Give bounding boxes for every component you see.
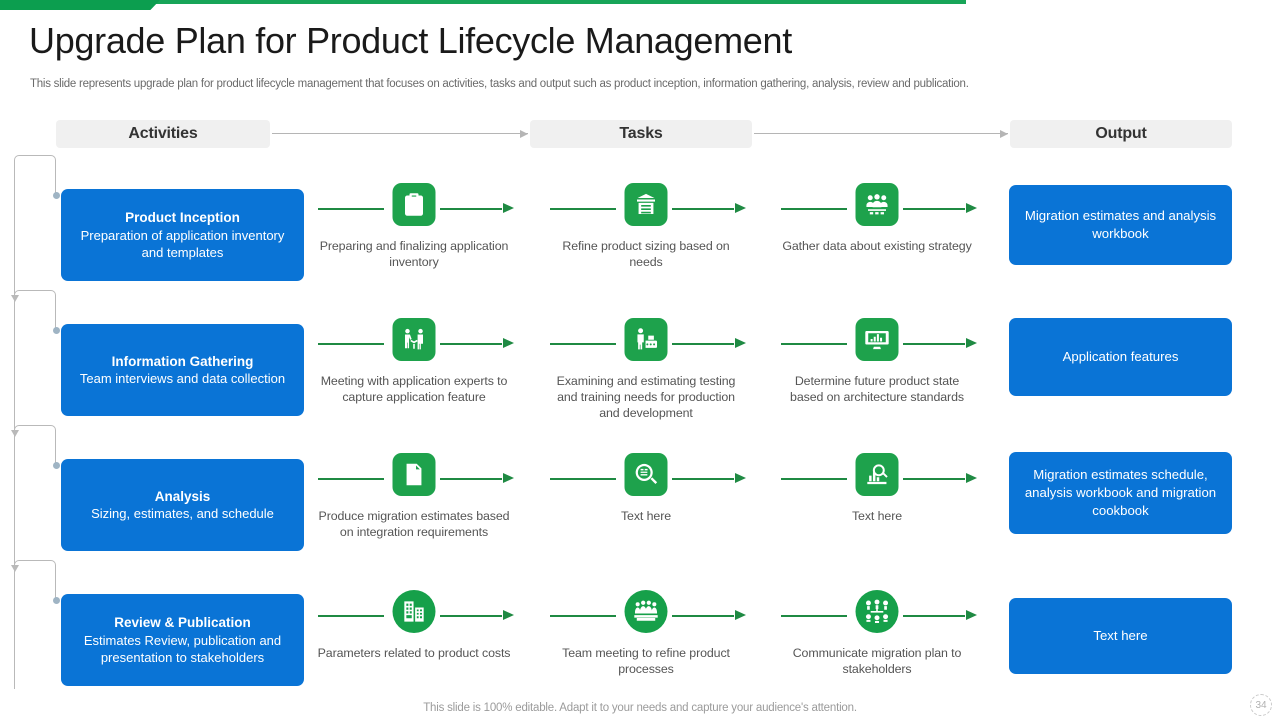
footer-note: This slide is 100% editable. Adapt it to… xyxy=(423,702,857,714)
top-accent-thin-line xyxy=(0,0,966,4)
output-box-3[interactable]: Migration estimates schedule, analysis w… xyxy=(1009,452,1232,534)
page-subtitle: This slide represents upgrade plan for p… xyxy=(30,78,969,90)
output-box-4[interactable]: Text here xyxy=(1009,598,1232,674)
communication-network-icon xyxy=(855,590,899,633)
activity-box-2[interactable]: Information Gathering Team interviews an… xyxy=(61,324,304,416)
chart-magnifier-icon xyxy=(855,453,899,496)
person-presenting-data-icon xyxy=(624,318,668,361)
activity-title: Review & Publication xyxy=(114,615,251,631)
task-cell-r2c3[interactable]: Determine future product state based on … xyxy=(777,318,977,406)
task-cell-r1c1[interactable]: Preparing and finalizing application inv… xyxy=(314,183,514,271)
task-label: Examining and estimating testing and tra… xyxy=(556,374,736,420)
team-group-icon xyxy=(855,183,899,226)
task-label: Text here xyxy=(620,509,672,523)
output-label: Migration estimates schedule, analysis w… xyxy=(1024,467,1217,518)
column-header-output-label: Output xyxy=(1095,125,1147,142)
activity-box-4[interactable]: Review & Publication Estimates Review, p… xyxy=(61,594,304,686)
magnifier-document-icon xyxy=(624,453,668,496)
desktop-analytics-icon xyxy=(855,318,899,361)
activity-box-1[interactable]: Product Inception Preparation of applica… xyxy=(61,189,304,281)
task-label: Communicate migration plan to stakeholde… xyxy=(792,646,962,676)
flow-arrow-tasks-to-output xyxy=(754,129,1008,138)
output-label: Application features xyxy=(1062,349,1179,365)
top-accent-bar xyxy=(0,0,1280,10)
task-cell-r1c3[interactable]: Gather data about existing strategy xyxy=(777,183,977,255)
activity-desc: Estimates Review, publication and presen… xyxy=(83,632,282,665)
task-cell-r4c3[interactable]: Communicate migration plan to stakeholde… xyxy=(777,590,977,678)
row-bracket-connector xyxy=(8,425,60,572)
process-row-4: Review & Publication Estimates Review, p… xyxy=(0,560,1280,689)
task-label: Gather data about existing strategy xyxy=(782,239,972,253)
process-row-2: Information Gathering Team interviews an… xyxy=(0,290,1280,437)
task-label: Preparing and finalizing application inv… xyxy=(319,239,509,269)
output-box-1[interactable]: Migration estimates and analysis workboo… xyxy=(1009,185,1232,265)
task-label: Meeting with application experts to capt… xyxy=(320,374,508,404)
task-label: Text here xyxy=(851,509,903,523)
page-title: Upgrade Plan for Product Lifecycle Manag… xyxy=(29,20,792,61)
activity-title: Product Inception xyxy=(125,210,240,226)
task-label: Refine product sizing based on needs xyxy=(562,239,730,269)
task-cell-r3c2[interactable]: Text here xyxy=(546,453,746,525)
task-cell-r4c2[interactable]: Team meeting to refine product processes xyxy=(546,590,746,678)
output-label: Migration estimates and analysis workboo… xyxy=(1024,208,1217,241)
column-header-activities: Activities xyxy=(56,120,270,148)
task-label: Team meeting to refine product processes xyxy=(562,646,730,676)
document-gear-icon xyxy=(392,453,436,496)
clipboard-checklist-icon xyxy=(392,183,436,226)
activity-title: Information Gathering xyxy=(111,353,254,369)
row-bracket-connector xyxy=(8,155,60,302)
activity-title: Analysis xyxy=(154,488,211,504)
task-cell-r3c1[interactable]: Produce migration estimates based on int… xyxy=(314,453,514,541)
activity-desc: Team interviews and data collection xyxy=(79,371,286,387)
task-cell-r2c2[interactable]: Examining and estimating testing and tra… xyxy=(546,318,746,421)
output-label: Text here xyxy=(1093,628,1148,644)
top-accent-thick-block xyxy=(0,0,160,10)
column-header-tasks-label: Tasks xyxy=(619,125,663,142)
task-label: Produce migration estimates based on int… xyxy=(318,509,510,539)
handshake-meeting-icon xyxy=(392,318,436,361)
column-header-output: Output xyxy=(1010,120,1232,148)
process-row-1: Product Inception Preparation of applica… xyxy=(0,155,1280,302)
output-box-2[interactable]: Application features xyxy=(1009,318,1232,396)
activity-desc: Preparation of application inventory and… xyxy=(80,227,285,260)
activity-box-3[interactable]: Analysis Sizing, estimates, and schedule xyxy=(61,459,304,551)
task-label: Parameters related to product costs xyxy=(317,646,511,660)
task-cell-r1c2[interactable]: Refine product sizing based on needs xyxy=(546,183,746,271)
task-cell-r4c1[interactable]: Parameters related to product costs xyxy=(314,590,514,662)
process-row-3: Analysis Sizing, estimates, and schedule… xyxy=(0,425,1280,572)
column-header-activities-label: Activities xyxy=(128,125,198,142)
activity-desc: Sizing, estimates, and schedule xyxy=(91,506,274,522)
task-label: Determine future product state based on … xyxy=(790,374,964,404)
building-calculator-icon xyxy=(392,590,436,633)
row-bracket-connector xyxy=(8,290,60,437)
meeting-table-icon xyxy=(624,590,668,633)
row-bracket-connector xyxy=(8,560,60,689)
column-header-tasks: Tasks xyxy=(530,120,752,148)
task-cell-r2c1[interactable]: Meeting with application experts to capt… xyxy=(314,318,514,406)
task-cell-r3c3[interactable]: Text here xyxy=(777,453,977,525)
page-number-badge: 34 xyxy=(1250,694,1272,716)
package-box-icon xyxy=(624,183,668,226)
flow-arrow-activities-to-tasks xyxy=(272,129,528,138)
